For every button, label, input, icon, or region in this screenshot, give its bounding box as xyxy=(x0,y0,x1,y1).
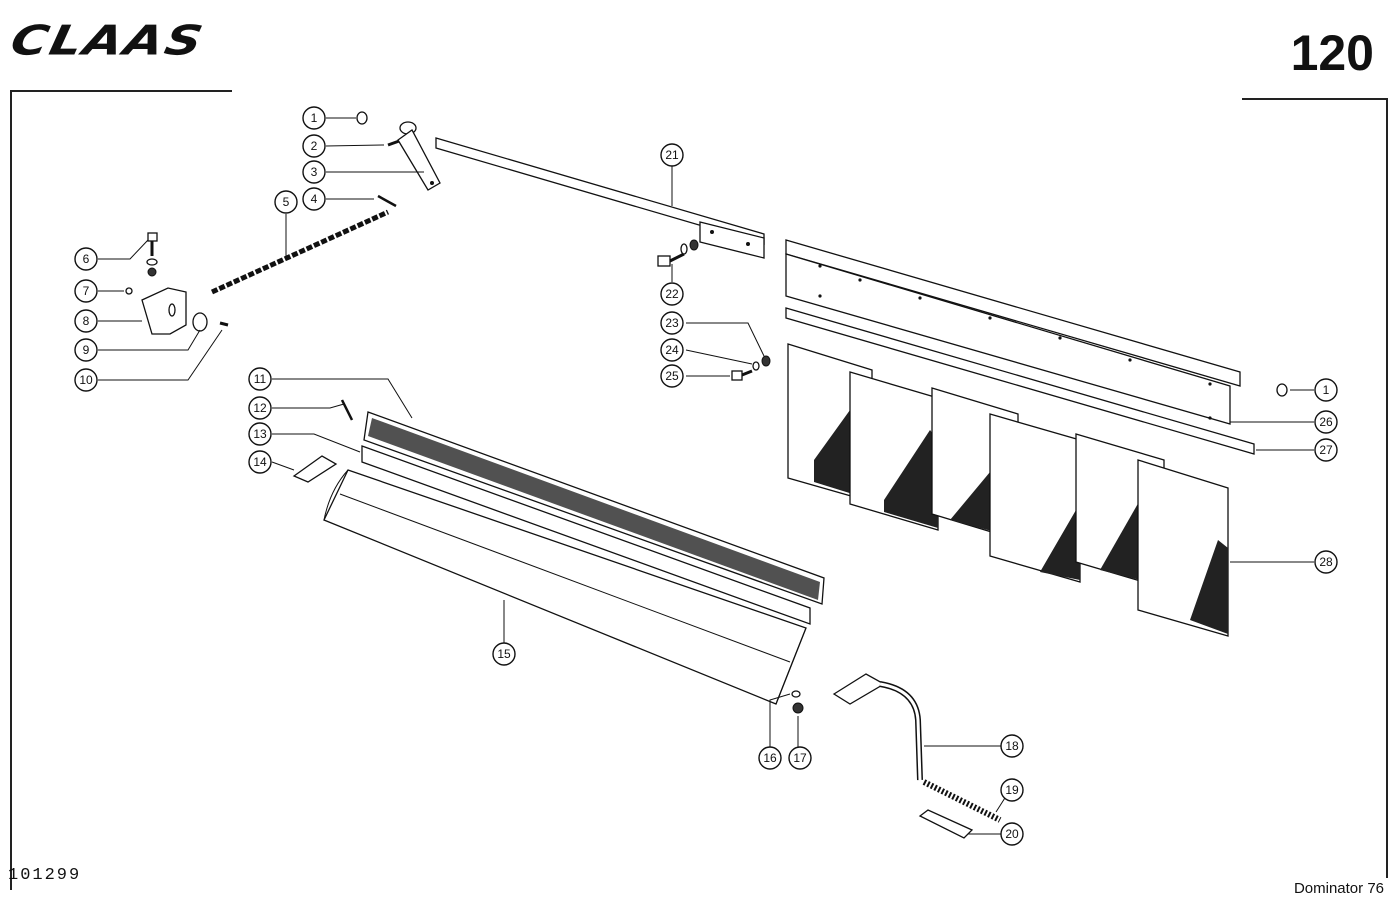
callout-3: 3 xyxy=(302,160,326,184)
callout-2: 2 xyxy=(302,134,326,158)
header-rule-right xyxy=(1242,98,1388,100)
part-26-angle-profile xyxy=(785,239,1241,425)
frame-left-border xyxy=(10,90,12,890)
callout-26: 26 xyxy=(1314,410,1338,434)
svg-text:20: 20 xyxy=(1005,827,1019,841)
callout-24: 24 xyxy=(660,338,684,362)
callout-17: 17 xyxy=(788,746,812,770)
part-11-rubber-strip xyxy=(363,411,825,605)
callout-8: 8 xyxy=(74,309,98,333)
callout-18: 18 xyxy=(1000,734,1024,758)
part-13-strip xyxy=(361,445,811,625)
part-22-bolt-set xyxy=(657,239,699,267)
part-5-threaded-rod xyxy=(210,209,390,295)
part-8-bracket xyxy=(141,287,187,335)
part-6-bolt xyxy=(147,232,158,256)
part-1-ring xyxy=(356,111,368,125)
page-number: 120 xyxy=(1290,25,1374,81)
svg-text:11: 11 xyxy=(254,372,267,386)
part-20-link-plate xyxy=(918,809,974,839)
part-27-strip xyxy=(785,307,1255,455)
part-18-hook-arm xyxy=(832,673,923,781)
callout-11: 11 xyxy=(248,367,272,391)
callout-16: 16 xyxy=(758,746,782,770)
callout-12: 12 xyxy=(248,396,272,420)
part-10-bolt xyxy=(219,321,229,327)
part-1-ring-right xyxy=(1276,383,1288,397)
svg-text:16: 16 xyxy=(763,751,777,765)
part-14-hinge-plate xyxy=(292,455,338,483)
svg-text:17: 17 xyxy=(793,751,807,765)
svg-text:9: 9 xyxy=(83,343,90,357)
part-3-lever xyxy=(397,121,441,191)
svg-text:27: 27 xyxy=(1319,443,1333,457)
callout-1-right: 1 xyxy=(1314,378,1338,402)
svg-text:4: 4 xyxy=(311,192,318,206)
callout-1: 1 xyxy=(302,106,326,130)
leader-lines xyxy=(98,117,1314,835)
callout-19: 19 xyxy=(1000,778,1024,802)
document-number: 101299 xyxy=(8,866,82,885)
callout-5: 5 xyxy=(274,190,298,214)
svg-text:8: 8 xyxy=(83,314,90,328)
callout-7: 7 xyxy=(74,279,98,303)
svg-text:19: 19 xyxy=(1005,783,1019,797)
callout-25: 25 xyxy=(660,364,684,388)
header-rule-left xyxy=(10,90,232,92)
svg-text:3: 3 xyxy=(311,165,318,179)
part-17-nut xyxy=(792,702,804,714)
model-name: Dominator 76 xyxy=(1293,880,1384,897)
callout-15: 15 xyxy=(492,642,516,666)
callout-4: 4 xyxy=(302,187,326,211)
svg-text:25: 25 xyxy=(665,369,679,383)
callout-9: 9 xyxy=(74,338,98,362)
part-16-washer xyxy=(791,690,801,698)
part-9-disc xyxy=(192,312,208,332)
svg-text:21: 21 xyxy=(665,148,679,162)
svg-text:28: 28 xyxy=(1319,555,1333,569)
svg-text:18: 18 xyxy=(1005,739,1019,753)
svg-text:2: 2 xyxy=(311,139,318,153)
callout-13: 13 xyxy=(248,422,272,446)
svg-text:24: 24 xyxy=(665,343,679,357)
svg-text:14: 14 xyxy=(253,455,267,469)
svg-text:7: 7 xyxy=(83,284,90,298)
part-23-25-fasteners xyxy=(731,355,771,381)
part-15-deflector xyxy=(323,469,807,705)
svg-text:5: 5 xyxy=(283,195,290,209)
callout-6: 6 xyxy=(74,247,98,271)
part-4-split-pin xyxy=(377,194,397,208)
svg-text:22: 22 xyxy=(665,287,679,301)
callout-21: 21 xyxy=(660,143,684,167)
svg-text:13: 13 xyxy=(253,427,267,441)
callout-22: 22 xyxy=(660,282,684,306)
svg-text:1: 1 xyxy=(1323,383,1330,397)
callout-20: 20 xyxy=(1000,822,1024,846)
svg-text:12: 12 xyxy=(253,401,267,415)
part-12-screw xyxy=(340,399,354,421)
svg-text:1: 1 xyxy=(311,111,318,125)
svg-text:6: 6 xyxy=(83,252,90,266)
part-28-flaps xyxy=(787,343,1229,637)
callout-23: 23 xyxy=(660,311,684,335)
callout-28: 28 xyxy=(1314,550,1338,574)
callout-27: 27 xyxy=(1314,438,1338,462)
svg-text:15: 15 xyxy=(497,647,511,661)
callout-14: 14 xyxy=(248,450,272,474)
svg-text:10: 10 xyxy=(79,373,93,387)
svg-text:23: 23 xyxy=(665,316,679,330)
frame-right-border xyxy=(1386,98,1388,878)
part-7-washer xyxy=(125,287,133,295)
callout-10: 10 xyxy=(74,368,98,392)
svg-text:26: 26 xyxy=(1319,415,1333,429)
part-21-shaft xyxy=(435,137,765,259)
